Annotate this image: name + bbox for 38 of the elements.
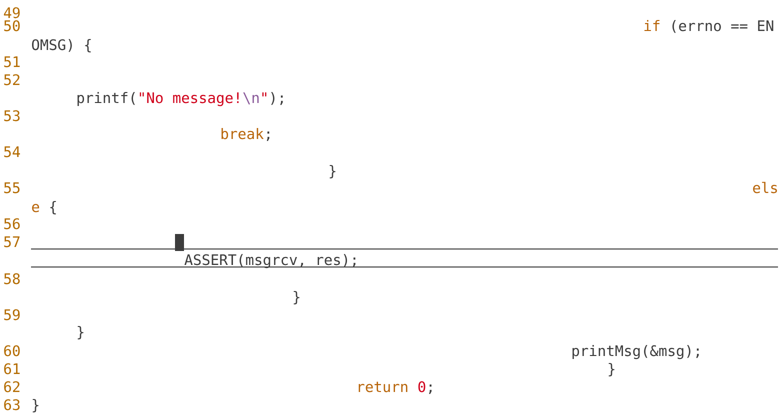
code-text: ); — [271, 92, 283, 106]
string-literal: " — [262, 92, 266, 96]
code-text: ASSERT(msgrcv, res); — [184, 254, 356, 268]
code-text: } — [78, 326, 84, 340]
line-number: 58 — [4, 273, 20, 284]
keyword: if — [644, 20, 660, 31]
line-number: 52 — [4, 74, 20, 86]
keyword: return — [358, 382, 408, 392]
line-number: 62 — [4, 381, 20, 392]
line-number: 50 — [4, 20, 20, 32]
keyword: els — [753, 182, 777, 194]
code-text: ; — [266, 131, 270, 142]
line-number: 61 — [4, 363, 20, 374]
code-text: printf( — [78, 92, 135, 106]
line-number: 53 — [4, 110, 20, 122]
line-number: 60 — [4, 345, 20, 356]
code-text: OMSG) { — [32, 38, 91, 52]
line-number: 54 — [4, 146, 20, 158]
line-number: 49 — [4, 7, 20, 18]
line-number: 57 — [4, 236, 20, 248]
code-text: } — [608, 362, 614, 376]
code-text: { — [50, 200, 56, 214]
line-number: 59 — [4, 309, 20, 320]
keyword: e — [32, 204, 40, 212]
escape-sequence: \n — [243, 92, 259, 104]
number-literal: 0 — [418, 381, 426, 392]
string-literal: "No message! — [140, 92, 239, 106]
code-text: ; — [429, 384, 432, 394]
line-number: 55 — [4, 182, 20, 194]
line-number: 51 — [4, 56, 20, 68]
line-number: 56 — [4, 218, 20, 230]
code-text: } — [330, 164, 336, 178]
code-text: printMsg(&msg); — [572, 344, 699, 360]
code-text: } — [32, 398, 38, 412]
code-text: (errno == EN — [672, 20, 774, 33]
keyword: break — [222, 128, 264, 140]
code-text: } — [294, 290, 300, 304]
line-number: 63 — [4, 399, 20, 410]
